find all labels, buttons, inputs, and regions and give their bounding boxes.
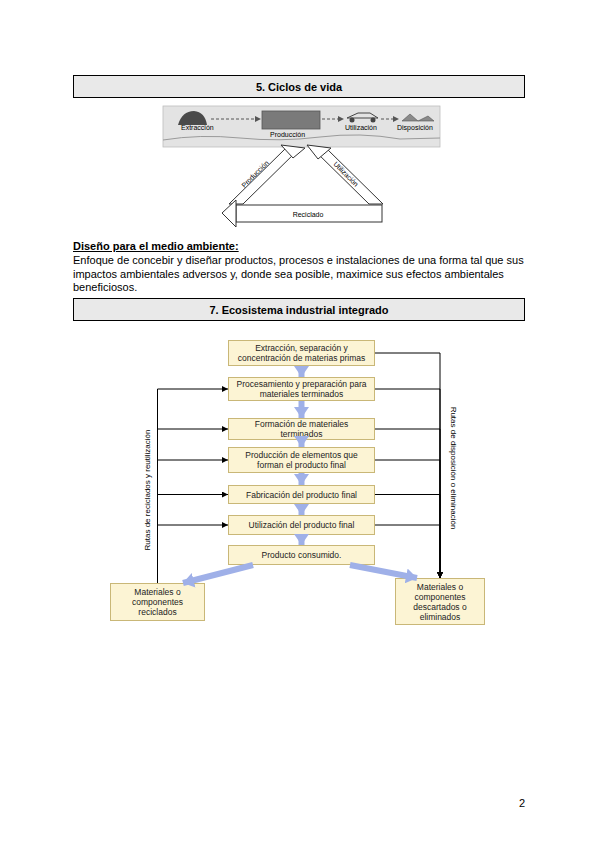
box-text: Extracción, separación y concentración d… xyxy=(233,343,370,363)
route-label: Rutas de reciclados y reutilización xyxy=(143,430,152,551)
output-box: Materiales o componentes descartados o e… xyxy=(395,578,485,625)
process-box: Procesamiento y preparación para materia… xyxy=(228,377,375,401)
route-line xyxy=(158,495,229,584)
arrow-head xyxy=(307,145,331,159)
route-label: Rutas de disposición o eliminación xyxy=(449,407,458,530)
route-line xyxy=(375,495,440,579)
route-line xyxy=(375,353,440,578)
arrow-head xyxy=(222,200,236,227)
page-number: 2 xyxy=(519,797,525,809)
route-line xyxy=(158,525,229,583)
box-text: Producto consumido. xyxy=(262,550,342,560)
product-symbol xyxy=(347,113,378,118)
arrow-head xyxy=(255,116,261,122)
route-line xyxy=(158,429,229,583)
stage-label: Disposición xyxy=(397,124,433,131)
process-box: Extracción, separación y concentración d… xyxy=(228,340,375,366)
loop-arrow xyxy=(229,148,300,204)
process-box: Producto consumido. xyxy=(228,545,375,565)
flow-arrow xyxy=(299,401,305,418)
section-header: 5. Ciclos de vida xyxy=(73,75,525,98)
flow-arrow xyxy=(183,565,253,583)
process-box: Formación de materiales terminados xyxy=(228,418,375,440)
box-text: Formación de materiales terminados xyxy=(233,419,370,439)
flow-arrow xyxy=(299,504,305,515)
route-line xyxy=(375,525,440,578)
route-line xyxy=(158,460,229,583)
box-text: Materiales o componentes descartados o e… xyxy=(400,582,480,622)
stage-label: Utilización xyxy=(345,124,377,131)
process-box: Utilización del producto final xyxy=(228,515,375,535)
loop-arrow xyxy=(236,205,382,222)
box-text: 5. Ciclos de vida xyxy=(256,81,342,93)
product-symbol xyxy=(350,118,355,123)
waste-symbol xyxy=(402,114,434,121)
mine-symbol xyxy=(178,111,207,125)
route-line xyxy=(375,389,440,578)
factory-symbol xyxy=(262,111,320,129)
landscape-band xyxy=(163,106,440,147)
flow-arrow xyxy=(299,473,305,485)
box-text: Procesamiento y preparación para materia… xyxy=(233,379,370,399)
process-box: Fabricación del producto final xyxy=(228,485,375,504)
paragraph: Enfoque de concebir y diseñar productos,… xyxy=(73,254,531,295)
box-text: Materiales o componentes reciclados xyxy=(115,587,200,617)
flow-arrow xyxy=(322,119,338,120)
loop-label: Utilización xyxy=(332,160,360,188)
subheading: Diseño para el medio ambiente: xyxy=(73,240,239,252)
loop-label: Producción xyxy=(240,159,270,189)
box-text: Fabricación del producto final xyxy=(246,490,357,500)
flow-arrow xyxy=(299,366,305,377)
route-line xyxy=(375,429,440,578)
flow-arrow xyxy=(299,535,305,545)
loop-arrow xyxy=(312,148,383,204)
flow-arrow xyxy=(350,565,417,578)
flow-arrow xyxy=(381,119,393,120)
arrow-head xyxy=(281,145,305,158)
flow-arrow xyxy=(211,119,255,120)
route-line xyxy=(375,460,440,578)
process-box: Producción de elementos que forman el pr… xyxy=(228,447,375,473)
flow-arrow xyxy=(299,440,305,447)
arrow-head xyxy=(393,116,399,122)
section-header: 7. Ecosistema industrial integrado xyxy=(73,298,525,321)
box-text: Utilización del producto final xyxy=(249,520,355,530)
stage-label: Producción xyxy=(270,131,305,138)
product-symbol xyxy=(371,118,376,123)
stage-label: Extracción xyxy=(181,124,214,131)
loop-label: Reciclado xyxy=(293,211,324,218)
route-line xyxy=(158,389,229,583)
arrow-head xyxy=(338,116,344,122)
box-text: 7. Ecosistema industrial integrado xyxy=(209,304,388,316)
output-box: Materiales o componentes reciclados xyxy=(110,583,205,621)
box-text: Producción de elementos que forman el pr… xyxy=(233,450,370,470)
